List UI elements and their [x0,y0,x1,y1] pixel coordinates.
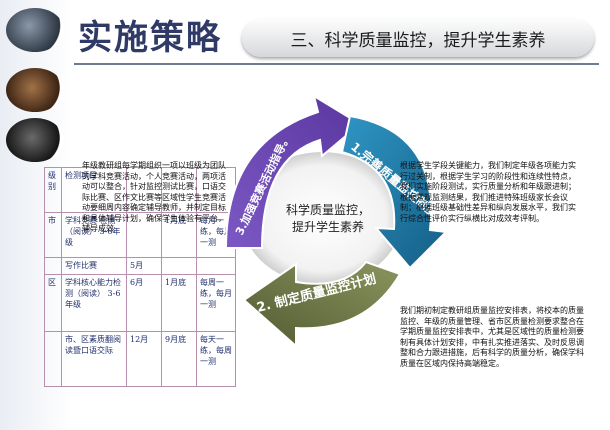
header-divider [74,63,599,65]
table-cell: 市、区素质翻阅读暨口语交际 [61,331,127,387]
subtitle-banner [242,19,594,57]
arrow-blue [340,114,449,270]
center-line-2: 提升学生素养 [291,220,364,234]
arrow-purple [224,93,362,249]
table-cell: 每周一练，每月一测 [196,274,236,332]
page-title: 实施策略 [78,18,222,58]
paragraph-competition: 年级教研组每学期组织一项以班级为团队的学科竞赛活动，个人竞赛活动，两项活动可以整… [82,161,226,233]
table-cell: 6月 [126,274,162,332]
table-cell: 每天一练，每周一测 [196,331,236,387]
table-row: 区 学科核心能力检测（阅读） 3-6年级 6月 1月底 每周一练，每月一测 [44,274,236,332]
table-row: 市 学科竞赛 检测（阅读） 3-6年级 1月底 每月一练，每月一测 [44,212,236,258]
paragraph-system: 根据学生学段关键能力，我们制定年级各项能力实行过关制，根据学生学习的阶段性和连续… [400,161,576,223]
sidebar-photo-3 [6,118,64,162]
arrow-olive [242,260,402,349]
schedule-table: 级别 检测项目 市 学科竞赛 检测（阅读） 3-6年级 1月底 每月一练，每月一… [44,167,236,387]
page-subtitle: 三、科学质量监控，提升学生素养 [290,31,546,51]
table-row: 市、区素质翻阅读暨口语交际 12月 9月底 每天一练，每周一测 [44,331,236,387]
table-cell: 9月底 [161,331,197,387]
center-caption: 科学质量监控， 提升学生素养 [268,202,388,236]
table-cell: 学科竞赛 检测（阅读） 3-6年级 [61,212,127,258]
center-disc [242,152,402,284]
table-cell: 1月底 [161,274,197,332]
center-line-1: 科学质量监控， [285,203,370,217]
sidebar-photo-2 [6,68,64,112]
table-cell: 1月底 [161,212,197,258]
paragraph-plan: 我们期初制定教研组质量监控安排表，将校本的质量监控、年级的质量管理、省市区质量检… [400,306,584,368]
sidebar-photo-1 [6,8,64,52]
